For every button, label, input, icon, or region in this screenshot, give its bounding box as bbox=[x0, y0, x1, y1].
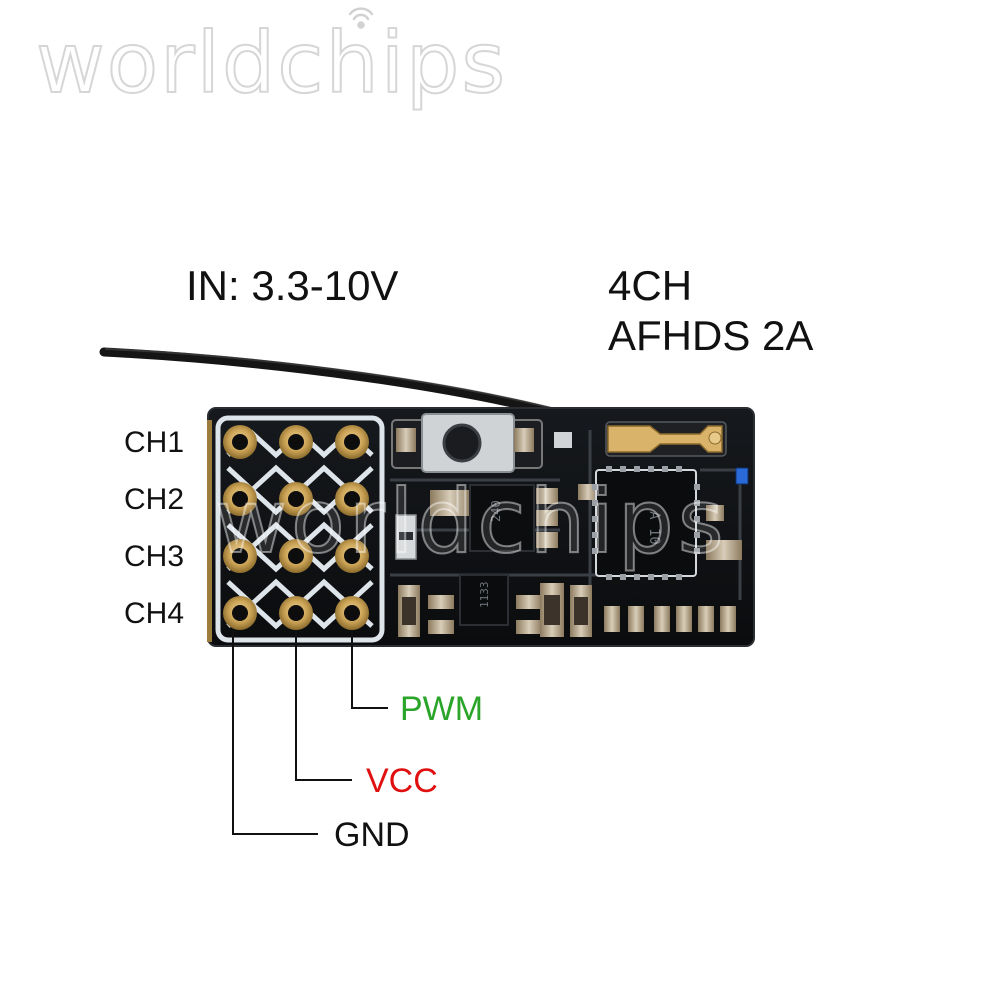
regulator-marking: 240 bbox=[489, 500, 503, 522]
gnd-label: GND bbox=[334, 816, 410, 854]
watermark-logo: worldchips bbox=[35, 13, 508, 113]
rf-chip: A 10 bbox=[592, 466, 700, 580]
input-voltage-label: IN: 3.3-10V bbox=[186, 262, 399, 309]
passive-components bbox=[398, 432, 742, 637]
antenna-connector bbox=[605, 421, 727, 457]
pin-row-ch4 bbox=[223, 596, 369, 630]
watermark-overlay: worldchips bbox=[214, 469, 728, 574]
status-led bbox=[735, 467, 749, 485]
small-diode bbox=[395, 514, 417, 560]
channel-count-label: 4CH bbox=[608, 262, 693, 309]
protocol-label: AFHDS 2A bbox=[608, 312, 814, 359]
wifi-signal-icon bbox=[348, 7, 374, 29]
vcc-label: VCC bbox=[366, 762, 438, 800]
bind-button bbox=[391, 413, 543, 473]
pin-row-ch1 bbox=[223, 425, 369, 459]
regulator-chip: 240 bbox=[430, 484, 558, 552]
pwm-label: PWM bbox=[400, 690, 484, 728]
pin-row-ch3 bbox=[223, 539, 369, 573]
small-ic: 1133 bbox=[459, 574, 509, 626]
channel-label-2: CH2 bbox=[124, 483, 185, 516]
rf-chip-marking: A 10 bbox=[646, 511, 662, 545]
small-ic-marking: 1133 bbox=[478, 582, 491, 609]
channel-label-1: CH1 bbox=[124, 426, 185, 459]
channel-label-3: CH3 bbox=[124, 540, 185, 573]
pin-row-ch2 bbox=[223, 482, 369, 516]
channel-label-4: CH4 bbox=[124, 597, 185, 630]
pin-callout-lines bbox=[232, 630, 388, 835]
pin-pads bbox=[223, 425, 369, 630]
